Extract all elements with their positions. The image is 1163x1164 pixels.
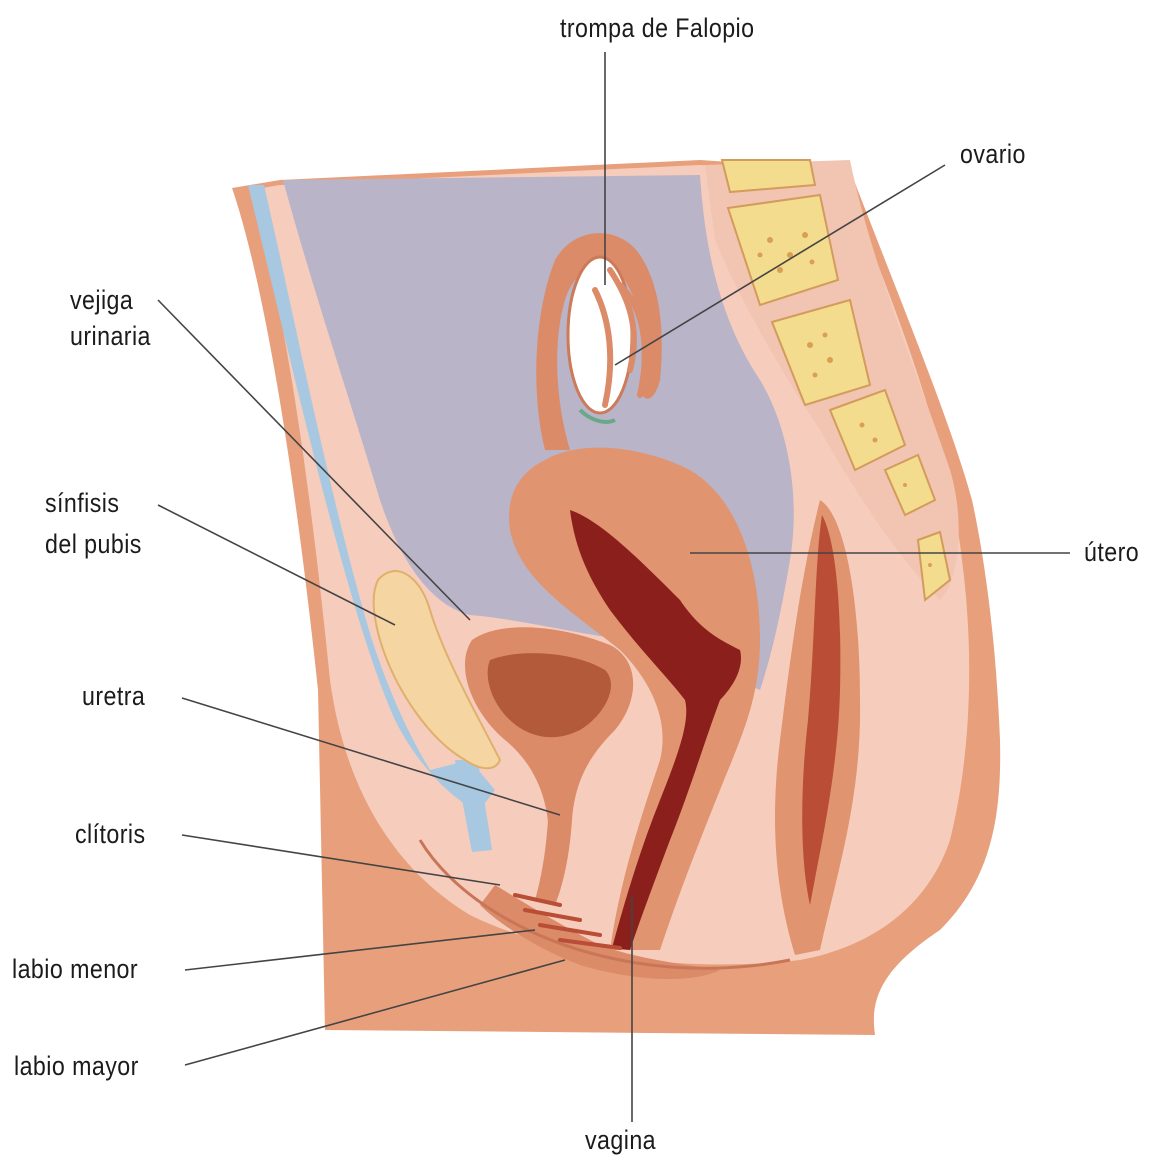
label-pubic-symphysis-line2: del pubis	[45, 528, 142, 561]
ovary-shape	[568, 257, 632, 413]
label-bladder-line1: vejiga	[70, 284, 133, 317]
label-uterus: útero	[1084, 536, 1139, 569]
label-labia-majora: labio mayor	[14, 1050, 139, 1083]
label-pubic-symphysis-line1: sínfisis	[45, 487, 119, 520]
label-bladder-line2: urinaria	[70, 320, 151, 353]
label-ovary: ovario	[960, 138, 1026, 171]
label-fallopian-tube: trompa de Falopio	[560, 12, 754, 45]
label-labia-minora: labio menor	[12, 953, 138, 986]
label-vagina: vagina	[585, 1124, 656, 1157]
label-clitoris: clítoris	[75, 818, 146, 851]
label-urethra: uretra	[82, 680, 145, 713]
